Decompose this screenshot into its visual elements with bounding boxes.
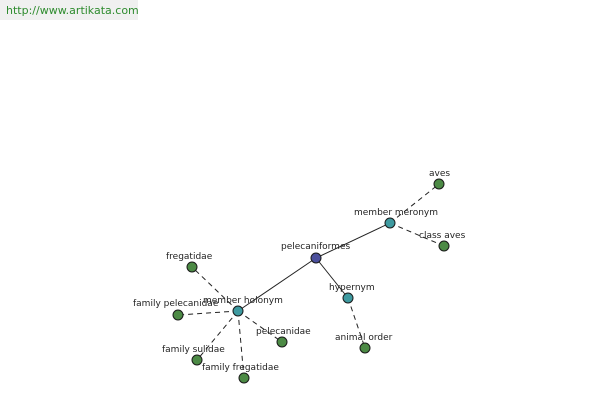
node-family-sulidae[interactable] — [191, 354, 203, 366]
node-fregatidae[interactable] — [186, 261, 198, 273]
label-family-sulidae[interactable]: family sulidae — [162, 345, 225, 355]
label-fregatidae[interactable]: fregatidae — [166, 252, 213, 262]
edge-pelecaniformes-to-hypernym — [315, 257, 349, 299]
edge-member-meronym-to-aves — [389, 183, 440, 224]
label-hypernym[interactable]: hypernym — [329, 283, 375, 293]
label-member-holonym[interactable]: member holonym — [203, 296, 283, 306]
node-aves[interactable] — [433, 178, 445, 190]
node-pelecanidae[interactable] — [276, 336, 288, 348]
label-class-aves[interactable]: class aves — [419, 231, 466, 241]
node-family-fregatidae[interactable] — [238, 372, 250, 384]
label-member-meronym[interactable]: member meronym — [354, 208, 438, 218]
label-aves[interactable]: aves — [429, 169, 450, 179]
edge-member-holonym-to-family-pelecanidae — [177, 310, 239, 316]
node-hypernym[interactable] — [342, 292, 354, 304]
node-animal-order[interactable] — [359, 342, 371, 354]
edge-member-meronym-to-class-aves — [389, 222, 445, 247]
node-class-aves[interactable] — [438, 240, 450, 252]
label-pelecaniformes[interactable]: pelecaniformes — [281, 242, 350, 252]
edge-member-holonym-to-fregatidae — [191, 266, 239, 312]
graph-labels: pelecaniformes member meronym hypernym memb… — [133, 169, 466, 373]
label-family-fregatidae[interactable]: family fregatidae — [202, 363, 279, 373]
label-animal-order[interactable]: animal order — [335, 333, 393, 343]
graph-nodes — [172, 178, 450, 384]
edge-member-holonym-to-family-sulidae — [196, 310, 239, 361]
edge-member-holonym-to-family-fregatidae — [237, 310, 245, 379]
node-pelecaniformes[interactable] — [310, 252, 322, 264]
node-family-pelecanidae[interactable] — [172, 309, 184, 321]
node-member-meronym[interactable] — [384, 217, 396, 229]
url-bar: http://www.artikata.com — [0, 0, 139, 20]
node-member-holonym[interactable] — [232, 305, 244, 317]
site-url-link[interactable]: http://www.artikata.com — [6, 4, 139, 17]
edge-pelecaniformes-to-member-meronym — [315, 222, 391, 259]
edge-pelecaniformes-to-member-holonym — [237, 257, 317, 312]
graph-edges — [177, 183, 445, 379]
label-pelecanidae[interactable]: pelecanidae — [256, 327, 311, 337]
label-family-pelecanidae[interactable]: family pelecanidae — [133, 299, 219, 309]
